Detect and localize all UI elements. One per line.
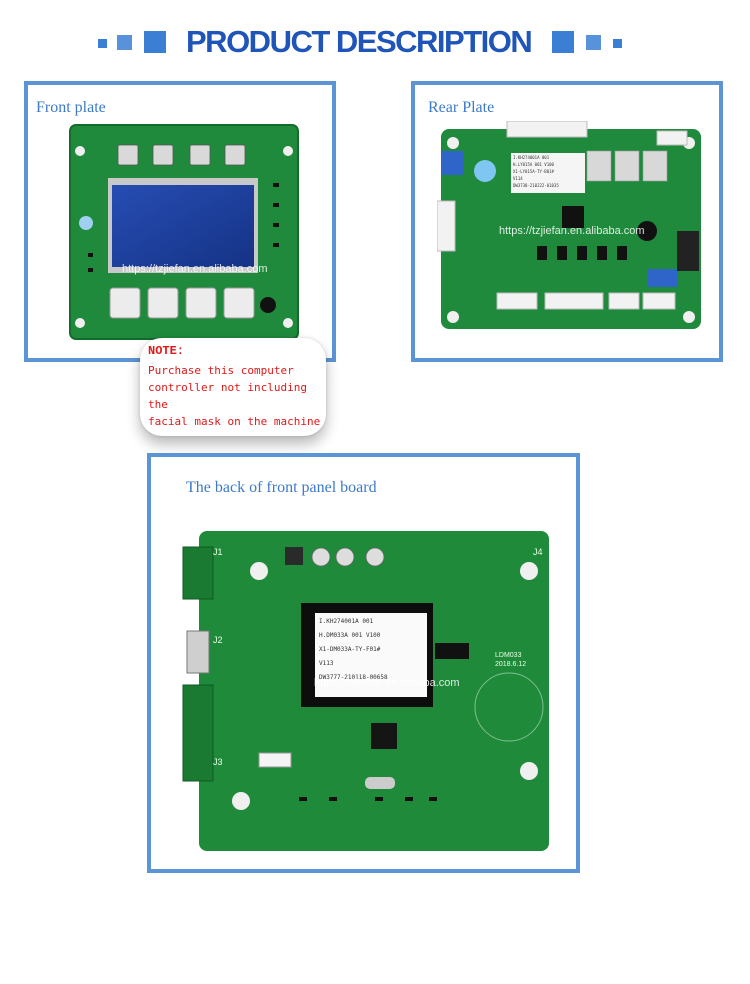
front-plate-board-image <box>69 124 299 340</box>
page-title: PRODUCT DESCRIPTION <box>186 24 533 59</box>
rear-plate-frame: Rear Plate I.KH274001A 001 H.LY015A 001 … <box>411 81 723 362</box>
purchase-note: NOTE: Purchase this computer controller … <box>140 338 326 436</box>
rear-sticker-line: DW3738-210222-01035 <box>513 183 559 188</box>
note-line: Purchase this computer <box>148 364 294 377</box>
decor-square <box>98 39 107 48</box>
board-date-label: 2018.6.12 <box>495 661 527 668</box>
board-code-label: LDM033 <box>495 652 522 659</box>
decor-square <box>552 31 574 53</box>
connector-j1-label: J1 <box>213 547 223 557</box>
connector-j4-label: J4 <box>533 547 543 557</box>
back-panel-watermark: https://tzjiefan.en.alibaba.com <box>314 677 460 689</box>
back-sticker-line: V113 <box>319 660 334 667</box>
connector-j2-label: J2 <box>213 635 223 645</box>
back-panel-frame: The back of front panel board I.KH274001… <box>147 453 580 873</box>
back-panel-label: The back of front panel board <box>186 479 377 496</box>
back-sticker-line: H.DM033A 001 V100 <box>319 632 381 639</box>
rear-plate-board-image: I.KH274001A 001 H.LY015A 001 V100 X1-LY0… <box>437 121 701 329</box>
section-header: PRODUCT DESCRIPTION <box>0 22 750 68</box>
note-body: Purchase this computer controller not in… <box>148 362 324 430</box>
front-plate-watermark: https://tzjiefan.en.alibaba.com <box>122 263 268 275</box>
note-title: NOTE: <box>146 344 187 358</box>
back-sticker-line: DW3777-210118-00658 <box>319 674 388 681</box>
decor-square <box>613 39 622 48</box>
front-plate-label: Front plate <box>36 99 106 116</box>
rear-sticker-line: V114 <box>513 176 523 181</box>
back-sticker-line: I.KH274001A 001 <box>319 618 374 625</box>
note-line: facial mask on the machine <box>148 415 321 428</box>
decor-square <box>586 35 601 50</box>
connector-j3-label: J3 <box>213 757 223 767</box>
front-plate-frame: Front plate <box>24 81 336 362</box>
decor-square <box>144 31 166 53</box>
rear-plate-label: Rear Plate <box>428 99 495 116</box>
decor-square <box>117 35 132 50</box>
rear-plate-watermark: https://tzjiefan.en.alibaba.com <box>499 225 645 237</box>
back-sticker-line: X1-DM033A-TY-F01# <box>319 646 381 653</box>
note-line: controller not including the <box>148 381 307 411</box>
back-panel-board-image: I.KH274001A 001 H.DM033A 001 V100 X1-DM0… <box>182 531 549 851</box>
rear-sticker-line: H.LY015A 001 V100 <box>513 162 555 167</box>
rear-sticker-line: I.KH274001A 001 <box>513 155 550 160</box>
rear-sticker-line: X1-LY015A-TY-B01# <box>513 169 555 174</box>
